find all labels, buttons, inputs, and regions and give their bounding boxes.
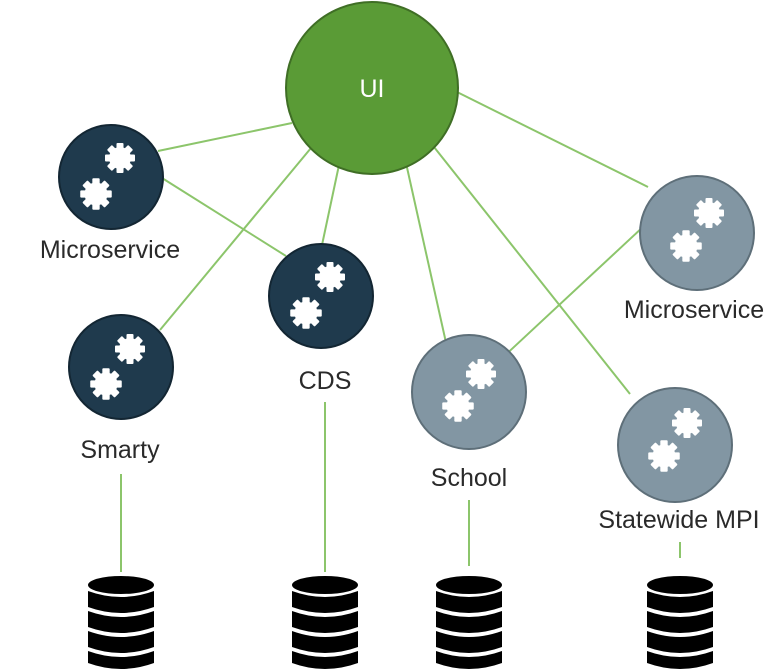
school-node	[411, 334, 527, 450]
ui-label: UI	[360, 75, 385, 103]
edge-ui-cds	[321, 164, 340, 246]
connector-lines	[120, 91, 681, 572]
edge-ui-smarty	[159, 147, 312, 331]
edge-ui-microservice-right	[456, 91, 649, 188]
microservice-right-label: Microservice	[624, 296, 764, 324]
cds-label: CDS	[299, 367, 352, 395]
cds-node	[268, 243, 374, 349]
edge-ui-microservice-left	[157, 122, 293, 152]
database-icon	[436, 576, 502, 669]
database-icon	[88, 576, 154, 669]
school-label: School	[431, 464, 507, 492]
edge-microservice-left-cds	[161, 177, 287, 257]
microservice-left-node	[58, 124, 164, 230]
microservice-left-label: Microservice	[40, 236, 180, 264]
microservice-right-node	[639, 175, 755, 291]
database-icon	[647, 576, 713, 669]
ui-node: UI	[285, 1, 459, 175]
edge-microservice-right-school	[499, 225, 645, 361]
database-icon	[292, 576, 358, 669]
edge-ui-statewide-mpi	[433, 146, 631, 395]
statewide-mpi-label: Statewide MPI	[598, 506, 759, 534]
smarty-label: Smarty	[80, 436, 160, 464]
smarty-node	[68, 314, 174, 420]
statewide-mpi-node	[617, 387, 733, 503]
